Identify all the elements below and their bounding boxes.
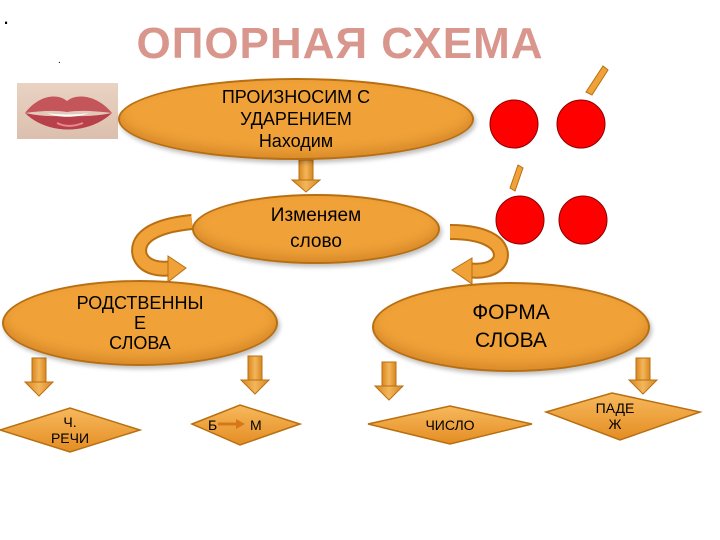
node-change-line1: Изменяем <box>270 205 362 226</box>
node-change-line2: слово <box>290 231 342 252</box>
arrow-down-center <box>290 159 322 193</box>
decorative-dot-small: . <box>58 55 61 66</box>
node-related-line2: Е <box>133 313 146 333</box>
page-title: ОПОРНАЯ СХЕМА <box>136 19 544 68</box>
node-pronounce-line1: ПРОИЗНОСИМ С <box>221 87 371 107</box>
node-related-words: РОДСТВЕННЫ Е СЛОВА <box>2 280 278 366</box>
arrow-right-small-icon <box>218 419 245 429</box>
case-line2: Ж <box>608 416 622 432</box>
lips-icon <box>25 96 112 130</box>
node-pronounce-with-stress: ПРОИЗНОСИМ С УДАРЕНИЕМ Находим <box>118 78 474 160</box>
diamond-part-of-speech <box>0 407 143 453</box>
node-related-line3: СЛОВА <box>109 333 171 353</box>
part-of-speech-line1: Ч. <box>63 414 77 430</box>
b-letter: Б <box>208 417 218 433</box>
arrow-curved-right <box>449 224 509 285</box>
decorative-dot: . <box>3 4 10 29</box>
m-letter: М <box>250 417 262 433</box>
stress-mark-circles-icon <box>489 65 609 245</box>
diamond-part-of-speech-label: Ч. РЕЧИ <box>20 408 120 452</box>
arrow-down-3 <box>373 361 405 401</box>
part-of-speech-line2: РЕЧИ <box>50 430 90 446</box>
diamond-b-to-m-label: Б М <box>200 414 300 436</box>
diamond-case-label: ПАДЕ Ж <box>580 394 650 438</box>
node-pronounce-line3: Находим <box>258 131 334 151</box>
node-change-word: Изменяем слово <box>192 194 440 264</box>
case-line1: ПАДЕ <box>595 400 635 416</box>
diamond-number <box>367 405 533 445</box>
arrow-curved-left <box>131 214 193 284</box>
arrow-down-4 <box>627 357 659 395</box>
node-form-line1: ФОРМА <box>472 301 550 324</box>
lips-image <box>17 83 118 139</box>
node-related-line1: РОДСТВЕННЫ <box>76 293 204 313</box>
node-word-form: ФОРМА СЛОВА <box>372 282 650 372</box>
node-form-line2: СЛОВА <box>475 329 547 352</box>
diamond-number-label: ЧИСЛО <box>425 417 475 433</box>
arrow-down-1 <box>23 357 55 397</box>
diamond-case <box>543 392 703 441</box>
node-pronounce-line2: УДАРЕНИЕМ <box>240 109 352 129</box>
diamond-b-to-m <box>190 404 303 446</box>
arrow-down-2 <box>239 355 271 395</box>
